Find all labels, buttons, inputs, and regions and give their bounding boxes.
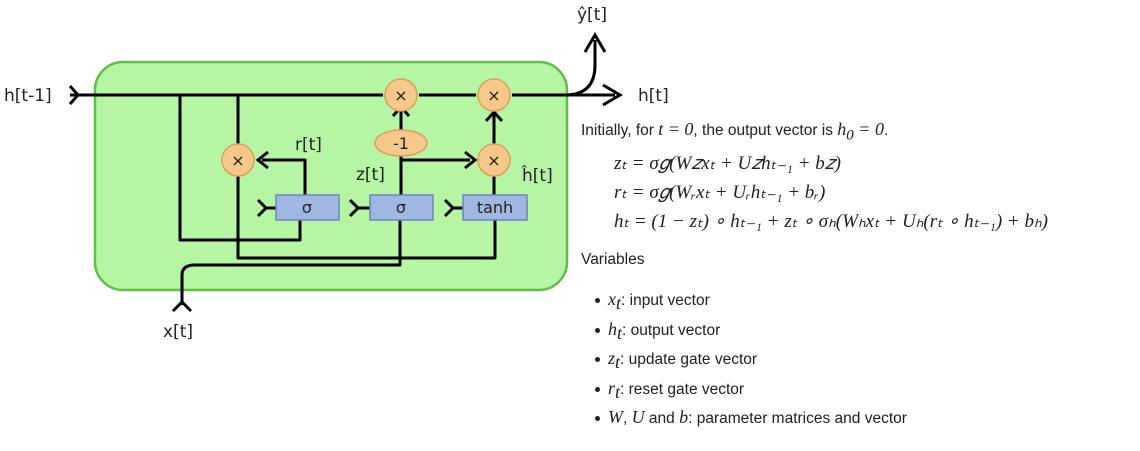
sigma-gate-update: σ bbox=[369, 194, 434, 221]
r-gate-out bbox=[262, 158, 307, 195]
list-item: ht: output vector bbox=[595, 315, 907, 345]
intro-h0-sub: 0 bbox=[846, 127, 854, 144]
variable-subscript: t bbox=[617, 322, 623, 343]
h-candidate-label: ĥ[t] bbox=[521, 164, 553, 186]
multiply-sign: × bbox=[487, 151, 500, 170]
cand-arrowhead bbox=[484, 109, 504, 122]
variable-symbol: x bbox=[608, 289, 616, 309]
y-hat-arrowhead bbox=[583, 32, 607, 53]
bullet-icon bbox=[595, 357, 600, 363]
bullet-icon bbox=[595, 298, 600, 304]
r-gate-label: r[t] bbox=[295, 135, 322, 155]
h-prev-chevron bbox=[68, 85, 81, 105]
sigma-gate-reset: σ bbox=[275, 194, 340, 221]
tanh-gate-label: tanh bbox=[477, 198, 513, 217]
multiply-sign: × bbox=[394, 86, 407, 105]
variables-list: xt: input vector ht: output vector zt: u… bbox=[595, 285, 907, 433]
intro-end: . bbox=[883, 122, 889, 139]
variable-subscript: t bbox=[615, 352, 621, 373]
intro-h0: h0 = 0 bbox=[837, 119, 884, 144]
x-input-label: x[t] bbox=[163, 322, 193, 342]
variable-subscript: t bbox=[616, 293, 622, 314]
variables-heading: Variables bbox=[581, 251, 645, 268]
equation-update-gate: zₜ = σ𝑔(W𝑧xₜ + U𝑧hₜ₋₁ + b𝑧) bbox=[614, 153, 841, 174]
param-comma: , bbox=[623, 410, 632, 427]
h-prev-label: h[t-1] bbox=[4, 86, 52, 106]
multiply-node-top-left: × bbox=[384, 78, 418, 112]
gru-equations: zₜ = σ𝑔(W𝑧xₜ + U𝑧hₜ₋₁ + b𝑧) rₜ = σ𝑔(Wᵣxₜ… bbox=[614, 149, 1048, 236]
param-description: : parameter matrices and vector bbox=[688, 410, 907, 427]
h-prev-branch-3 bbox=[236, 175, 497, 260]
h-out-arrowhead bbox=[602, 83, 623, 107]
sigma-gate-update-label: σ bbox=[396, 198, 406, 217]
intro-h0-sym: h bbox=[837, 119, 847, 139]
z-gate-label: z[t] bbox=[356, 165, 385, 185]
list-item: W, U and b: parameter matrices and vecto… bbox=[595, 403, 907, 433]
bullet-icon bbox=[595, 327, 600, 333]
param-u: U bbox=[631, 407, 645, 427]
param-w: W bbox=[608, 407, 623, 427]
variable-symbol: h bbox=[608, 318, 617, 339]
list-item: zt: update gate vector bbox=[595, 344, 907, 374]
h-prev-branch-1 bbox=[178, 95, 302, 242]
equation-output: hₜ = (1 − zₜ) ∘ hₜ₋₁ + zₜ ∘ σₕ(Wₕxₜ + Uₕ… bbox=[614, 211, 1049, 232]
x-input-chevron bbox=[171, 299, 193, 313]
variable-description: : reset gate vector bbox=[620, 380, 745, 398]
variable-symbol: r bbox=[608, 377, 616, 398]
variable-symbol: z bbox=[608, 348, 616, 368]
gru-cell-diagram: × × × × -1 σ σ tanh h[t-1] ŷ[t] h[t] x[t… bbox=[4, 5, 669, 342]
multiply-sign: × bbox=[231, 151, 244, 170]
equations-panel: Initially, for t = 0, the output vector … bbox=[581, 117, 1136, 427]
multiply-node-top-right: × bbox=[477, 78, 511, 112]
param-and: and bbox=[644, 410, 680, 427]
h-out-label: h[t] bbox=[638, 86, 669, 106]
multiply-sign: × bbox=[487, 86, 500, 105]
list-item: xt: input vector bbox=[595, 285, 907, 315]
r-arrowhead bbox=[255, 150, 269, 170]
param-b: b bbox=[679, 407, 689, 427]
minus-one-label: -1 bbox=[393, 134, 409, 153]
multiply-node-reset: × bbox=[221, 143, 255, 177]
x-input-line bbox=[180, 220, 402, 305]
variable-description: : input vector bbox=[621, 292, 710, 309]
intro-t0: t = 0 bbox=[658, 119, 694, 139]
bullet-icon bbox=[595, 386, 600, 392]
intro-middle: , the output vector is bbox=[693, 122, 838, 139]
variable-subscript: t bbox=[615, 381, 621, 402]
tanh-gate: tanh bbox=[462, 194, 528, 221]
intro-sentence: Initially, for t = 0, the output vector … bbox=[581, 117, 1136, 144]
bullet-icon bbox=[595, 416, 600, 422]
variable-description: : update gate vector bbox=[620, 351, 758, 368]
cell-background bbox=[93, 60, 569, 292]
sigma-gate-reset-label: σ bbox=[302, 198, 312, 217]
y-hat-line bbox=[564, 40, 597, 97]
z-arrowhead bbox=[464, 150, 478, 170]
minus-one-node: -1 bbox=[374, 129, 428, 157]
multiply-node-candidate: × bbox=[477, 143, 511, 177]
y-hat-label: ŷ[t] bbox=[577, 5, 607, 25]
equation-reset-gate: rₜ = σ𝑔(Wᵣxₜ + Uᵣhₜ₋₁ + bᵣ) bbox=[614, 182, 826, 203]
intro-h0-rhs: = 0 bbox=[853, 119, 884, 139]
list-item: rt: reset gate vector bbox=[595, 374, 907, 404]
variable-description: : output vector bbox=[622, 321, 721, 339]
intro-prefix: Initially, for bbox=[581, 122, 659, 139]
